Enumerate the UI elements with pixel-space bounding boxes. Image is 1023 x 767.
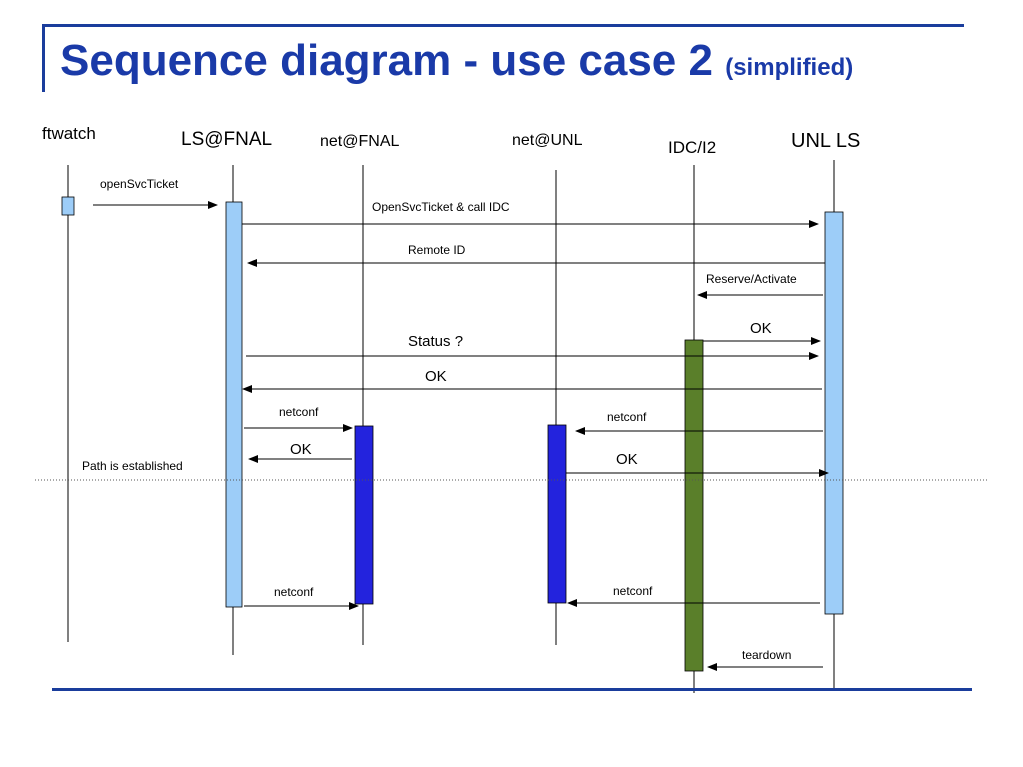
title-main: Sequence diagram - use case 2	[60, 36, 713, 85]
title-rule-top	[42, 24, 964, 27]
msg-netconf-fnal-2: netconf	[274, 585, 314, 599]
msg-netconf-unl-1: netconf	[607, 410, 647, 424]
participant-idc: IDC/I2	[668, 138, 716, 157]
activation-lsfnal	[225, 201, 243, 608]
msg-ok-netunl: OK	[616, 451, 638, 468]
msg-ok-idc: OK	[750, 320, 772, 337]
participant-ftwatch: ftwatch	[42, 124, 96, 143]
msg-opensvcticket: openSvcTicket	[100, 177, 179, 191]
page-title: Sequence diagram - use case 2 (simplifie…	[60, 36, 853, 86]
activation-unlls	[824, 211, 844, 615]
msg-opensvc-call-idc: OpenSvcTicket & call IDC	[372, 200, 510, 214]
msg-ok-netfnal: OK	[290, 441, 312, 458]
activation-netfnal	[354, 425, 374, 605]
participant-netunl: net@UNL	[512, 132, 583, 149]
participant-lsfnal: LS@FNAL	[181, 129, 272, 150]
activation-netunl	[547, 424, 567, 604]
msg-netconf-fnal-1: netconf	[279, 405, 319, 419]
title-rule-left	[42, 24, 45, 92]
footer-rule	[52, 688, 972, 691]
msg-status: Status ?	[408, 333, 463, 350]
activation-ftwatch	[61, 196, 75, 216]
annotation-path-established: Path is established	[82, 459, 183, 473]
title-sub: (simplified)	[725, 54, 854, 81]
msg-remote-id: Remote ID	[408, 243, 466, 257]
msg-netconf-unl-2: netconf	[613, 584, 653, 598]
msg-reserve-activate: Reserve/Activate	[706, 272, 797, 286]
msg-teardown: teardown	[742, 648, 791, 662]
activation-idc	[684, 339, 704, 672]
participant-unlls: UNL LS	[791, 130, 860, 152]
msg-ok-status: OK	[425, 368, 447, 385]
participant-netfnal: net@FNAL	[320, 133, 399, 150]
